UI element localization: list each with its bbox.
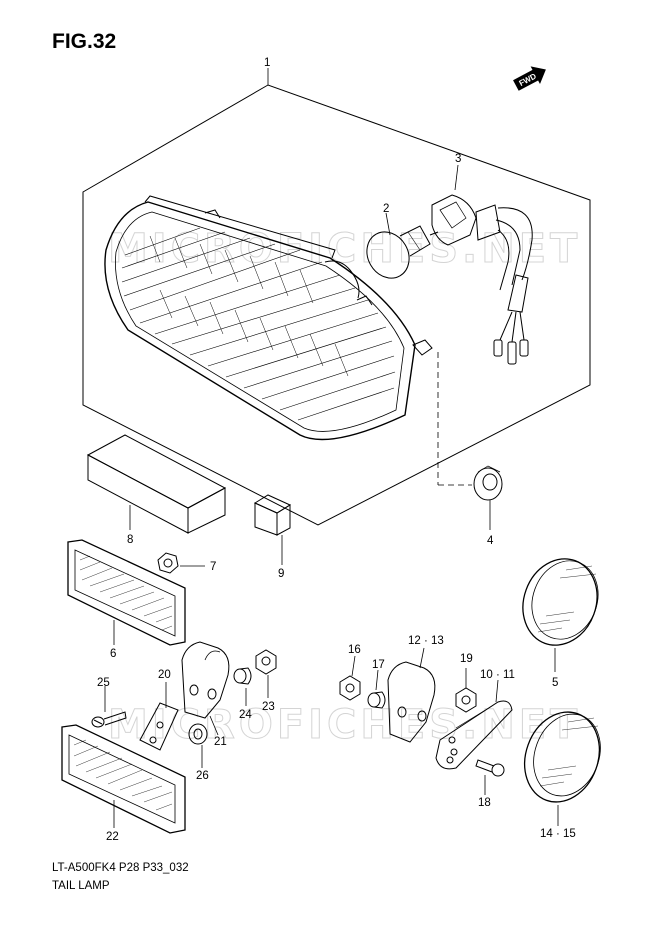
bulb-socket <box>431 194 533 365</box>
callout-8: 8 <box>127 534 133 546</box>
callout-3: 3 <box>455 153 461 165</box>
bulb <box>366 225 439 279</box>
callout-6: 6 <box>110 648 116 660</box>
callout-5: 5 <box>552 677 558 689</box>
clamp-bracket-12-13 <box>387 661 436 743</box>
nut-23 <box>255 649 277 675</box>
callout-17: 17 <box>372 659 385 671</box>
callout-4: 4 <box>487 535 494 547</box>
bracket-20 <box>139 702 179 751</box>
callout-25: 25 <box>97 677 110 689</box>
callout-18: 18 <box>478 797 491 809</box>
callout-12-13: 12 · 13 <box>408 635 444 647</box>
callout-20: 20 <box>158 669 171 681</box>
callout-7: 7 <box>210 561 216 573</box>
foam-block <box>86 434 227 534</box>
watermark-bottom: MICROFICHES.NET <box>108 702 581 748</box>
callout-19: 19 <box>460 653 473 665</box>
reflector-lower <box>61 724 186 834</box>
nut-16 <box>339 675 361 701</box>
tail-lamp-housing <box>104 195 433 441</box>
callout-22: 22 <box>106 831 119 843</box>
round-reflector-upper <box>522 558 599 646</box>
callout-24: 24 <box>239 709 252 721</box>
small-cube <box>253 494 292 536</box>
bracket-plate-10-11 <box>435 700 513 770</box>
reflector-upper <box>67 539 186 646</box>
collar-17 <box>367 691 386 709</box>
callout-14-15: 14 · 15 <box>540 828 576 840</box>
round-reflector-lower <box>524 711 601 803</box>
figure-name: TAIL LAMP <box>52 880 110 892</box>
nut-7 <box>157 552 179 574</box>
callout-16: 16 <box>348 644 361 656</box>
callout-21: 21 <box>214 736 227 748</box>
assembly-outline <box>82 84 591 526</box>
collar-24 <box>233 667 252 685</box>
grommet <box>473 465 503 501</box>
callout-1: 1 <box>264 57 270 69</box>
callout-9: 9 <box>278 568 284 580</box>
callout-2: 2 <box>383 203 389 215</box>
fwd-arrow-icon: FWD <box>513 66 546 91</box>
screw-18 <box>475 759 505 777</box>
washer-26 <box>188 723 208 745</box>
screw-25 <box>91 711 127 728</box>
callout-10-11: 10 · 11 <box>480 669 515 681</box>
clamp-bracket-21 <box>181 641 230 719</box>
model-code: LT-A500FK4 P28 P33_032 <box>52 862 189 874</box>
callout-26: 26 <box>196 770 209 782</box>
callout-23: 23 <box>262 701 275 713</box>
figure-title: FIG.32 <box>52 30 117 53</box>
